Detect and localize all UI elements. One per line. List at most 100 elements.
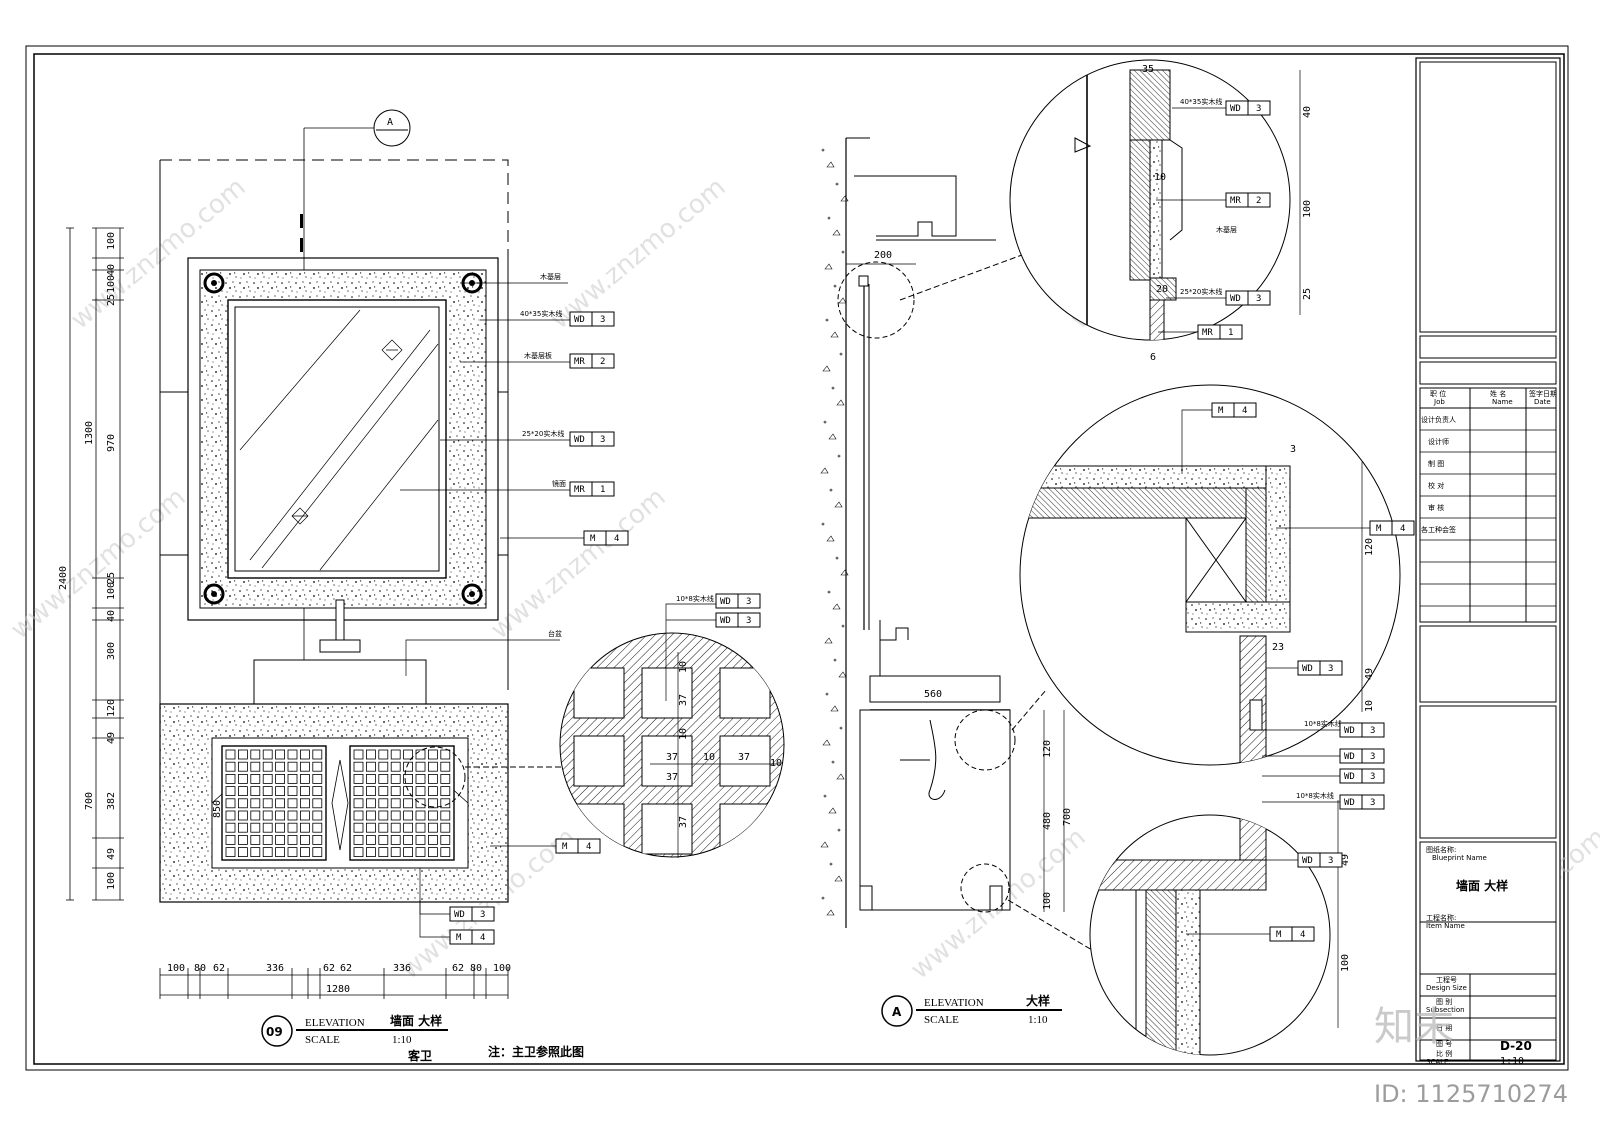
dim-label: 62 — [323, 963, 335, 974]
svg-text:4: 4 — [480, 933, 485, 943]
tb-role: 设计师 — [1428, 437, 1449, 446]
svg-text:WD: WD — [1230, 294, 1241, 304]
svg-text:1: 1 — [600, 485, 605, 495]
dim-label: 100 — [106, 232, 117, 250]
callout-mid — [954, 709, 1016, 771]
svg-text:MR: MR — [574, 357, 585, 367]
dim-label: 35 — [1142, 64, 1154, 75]
lattice-door-left — [221, 745, 327, 861]
tag-note: 镜面 — [552, 479, 566, 488]
callout-bottom — [960, 863, 1010, 913]
dim-label: 23 — [1272, 642, 1284, 653]
tag-mr-1: MR 1 — [569, 481, 615, 497]
title-block: 职 位 Job 姓 名 Name 签字日期 Date 设计负责人 设计师 制 图… — [1415, 57, 1561, 1067]
dim-label: 100 — [1042, 892, 1053, 910]
dim-label: 100 — [106, 872, 117, 890]
svg-text:WD: WD — [574, 315, 585, 325]
section-a-title: A ELEVATION SCALE 大样 1:10 — [881, 993, 1062, 1027]
tag-note: 10*8实木线 — [1304, 719, 1342, 728]
svg-text:3: 3 — [1328, 856, 1333, 866]
dim-label: 700 — [84, 792, 95, 810]
tb-item-label: 工程名称: — [1426, 913, 1456, 922]
tb-blueprint-label: 图纸名称: — [1426, 845, 1456, 854]
dim-label: 120 — [106, 699, 117, 717]
svg-text:M: M — [1276, 930, 1282, 940]
tag-note: 木基层 — [540, 272, 561, 281]
dim-label: 200 — [874, 250, 892, 261]
corner-rosettes — [203, 272, 483, 605]
tb-name-en: Name — [1492, 398, 1513, 406]
dim-label: 100 — [106, 582, 117, 600]
drawing-note: 注：主卫参照此图 — [488, 1044, 584, 1059]
tag-note: 台盆 — [548, 629, 562, 638]
scale-label: SCALE — [305, 1034, 340, 1046]
dim-label: 20 — [1156, 284, 1168, 295]
section-marker-letter: A — [387, 117, 393, 128]
view-title-cn: 墙面 大样 — [390, 1013, 442, 1028]
dim-label: 25 — [106, 572, 117, 584]
tag-wd-3: WD 3 — [1225, 290, 1271, 306]
svg-text:3: 3 — [600, 435, 605, 445]
dim-label: 300 — [106, 642, 117, 660]
dim-label: 62 — [452, 963, 464, 974]
dim-label: 40 — [1302, 106, 1313, 118]
svg-text:3: 3 — [1256, 294, 1261, 304]
tag-note: 木基层 — [1216, 225, 1237, 234]
view-title-en: ELEVATION — [924, 997, 984, 1009]
image-id: ID: 1125710274 — [1374, 1080, 1568, 1108]
watermark-2: www.znzmo.com — [545, 172, 731, 335]
dim-label: 100 — [106, 275, 117, 293]
dim-label: 49 — [1364, 668, 1375, 680]
svg-text:2: 2 — [600, 357, 605, 367]
dim-label: 62 — [340, 963, 352, 974]
callout-top — [837, 261, 915, 339]
svg-text:4: 4 — [1400, 524, 1405, 534]
overall-width-label: 1280 — [326, 984, 350, 995]
mirror-glass — [227, 299, 447, 579]
tb-role: 制 图 — [1428, 459, 1444, 468]
tb-scale-label: 比 例 — [1436, 1049, 1452, 1058]
tb-role: 校 对 — [1428, 481, 1444, 490]
svg-text:3: 3 — [480, 910, 485, 920]
tb-job: 职 位 — [1430, 389, 1446, 398]
inner-border — [33, 53, 1565, 1065]
scale-value: 1:10 — [1028, 1014, 1048, 1026]
tb-design-size: 工程号 — [1436, 975, 1457, 984]
tag-note: 木基层板 — [524, 351, 552, 360]
dim-label: 6 — [1150, 352, 1156, 363]
svg-text:M: M — [456, 933, 462, 943]
room-name: 客卫 — [407, 1048, 432, 1063]
dim-label: 700 — [1062, 808, 1073, 826]
section-marker — [373, 109, 411, 147]
tag-note: 40*35实木线 — [1180, 97, 1222, 106]
svg-text:3: 3 — [1256, 104, 1261, 114]
tb-subsection-en: Subsection — [1426, 1006, 1465, 1014]
logo: 知末 — [1374, 1004, 1454, 1050]
dim-label: 10 — [1154, 172, 1166, 183]
dim-label: 3 — [1290, 444, 1296, 455]
left-view-title: 09 ELEVATION SCALE 墙面 大样 1:10 客卫 注：主卫参照此… — [261, 1013, 584, 1063]
svg-text:MR: MR — [574, 485, 585, 495]
dim-label: 49 — [106, 848, 117, 860]
tag-mr-2: MR 2 — [569, 353, 615, 369]
dim-label: 80 — [194, 963, 206, 974]
dim-label: 25 — [1302, 288, 1313, 300]
dim-label: 100 — [1340, 954, 1351, 972]
scale-value: 1:10 — [392, 1034, 412, 1046]
dim-label: 40 — [106, 610, 117, 622]
svg-text:WD: WD — [1344, 752, 1355, 762]
tb-role: 审 核 — [1428, 503, 1444, 512]
dim-label: 37 — [666, 752, 678, 763]
